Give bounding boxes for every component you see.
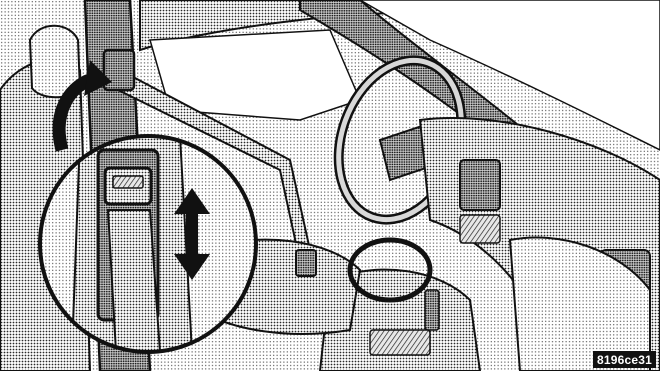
windshield [358, 0, 660, 151]
figure-id-label: 8196ce31 [593, 351, 656, 368]
seatbelt-buckle [295, 249, 317, 277]
radio-panel [459, 214, 501, 244]
inset-border [38, 134, 258, 354]
seat-coil [347, 237, 433, 303]
shifter-gate [369, 329, 431, 356]
curved-arrow-icon [52, 60, 112, 152]
up-down-arrow-icon [174, 188, 210, 280]
glove-box [508, 236, 651, 371]
d-ring-anchor [102, 48, 136, 92]
center-vent [459, 159, 501, 211]
adjuster-inset-circle [40, 136, 256, 352]
gear-shifter [424, 289, 440, 331]
headrest [28, 24, 82, 99]
